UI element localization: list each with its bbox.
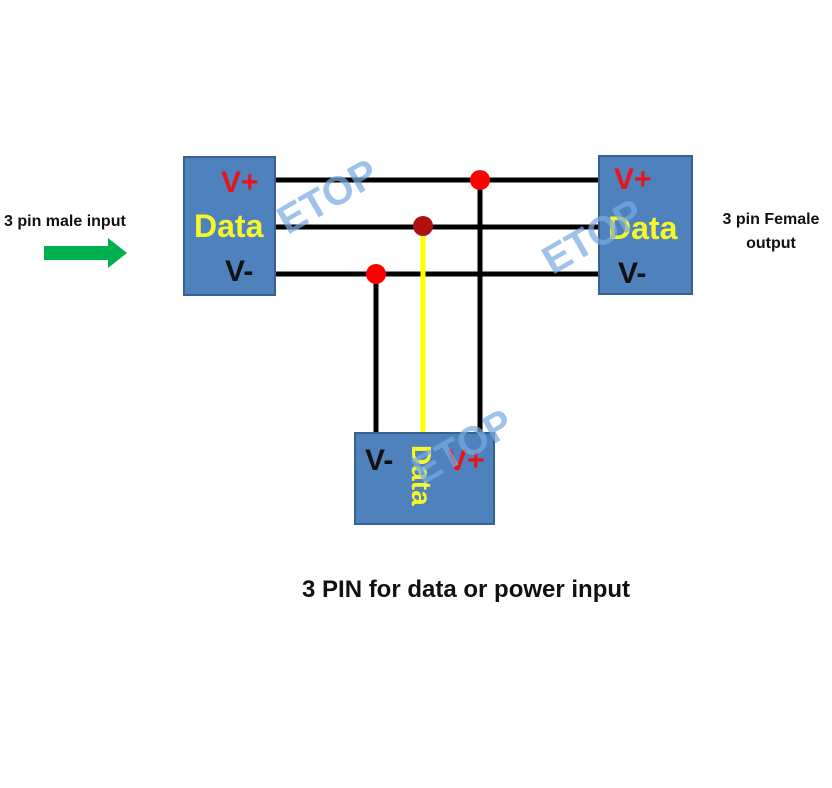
output-label-line1: 3 pin Female bbox=[722, 211, 820, 228]
data-junction-dot bbox=[413, 216, 433, 236]
bottom-connector-box: V- V+ bbox=[354, 432, 495, 525]
left-connector-box: V+ Data V- bbox=[183, 156, 276, 296]
bottom-vplus-label: V+ bbox=[447, 444, 485, 477]
vplus-junction-dot bbox=[470, 170, 490, 190]
right-vplus-label: V+ bbox=[614, 163, 652, 196]
left-vplus-label: V+ bbox=[221, 166, 259, 199]
input-label: 3 pin male input bbox=[4, 213, 126, 230]
left-vminus-label: V- bbox=[225, 255, 254, 288]
bottom-vminus-label: V- bbox=[365, 444, 394, 477]
right-vminus-label: V- bbox=[618, 257, 647, 290]
bottom-data-label: Data bbox=[406, 445, 437, 506]
input-arrow-icon bbox=[44, 238, 127, 268]
diagram-caption: 3 PIN for data or power input bbox=[302, 576, 631, 603]
vminus-junction-dot bbox=[366, 264, 386, 284]
right-connector-box: V+ Data V- bbox=[598, 155, 693, 295]
output-label-line2: output bbox=[746, 235, 796, 252]
left-data-label: Data bbox=[194, 208, 264, 244]
output-label: 3 pin Female output bbox=[712, 208, 830, 256]
right-data-label: Data bbox=[608, 210, 678, 246]
